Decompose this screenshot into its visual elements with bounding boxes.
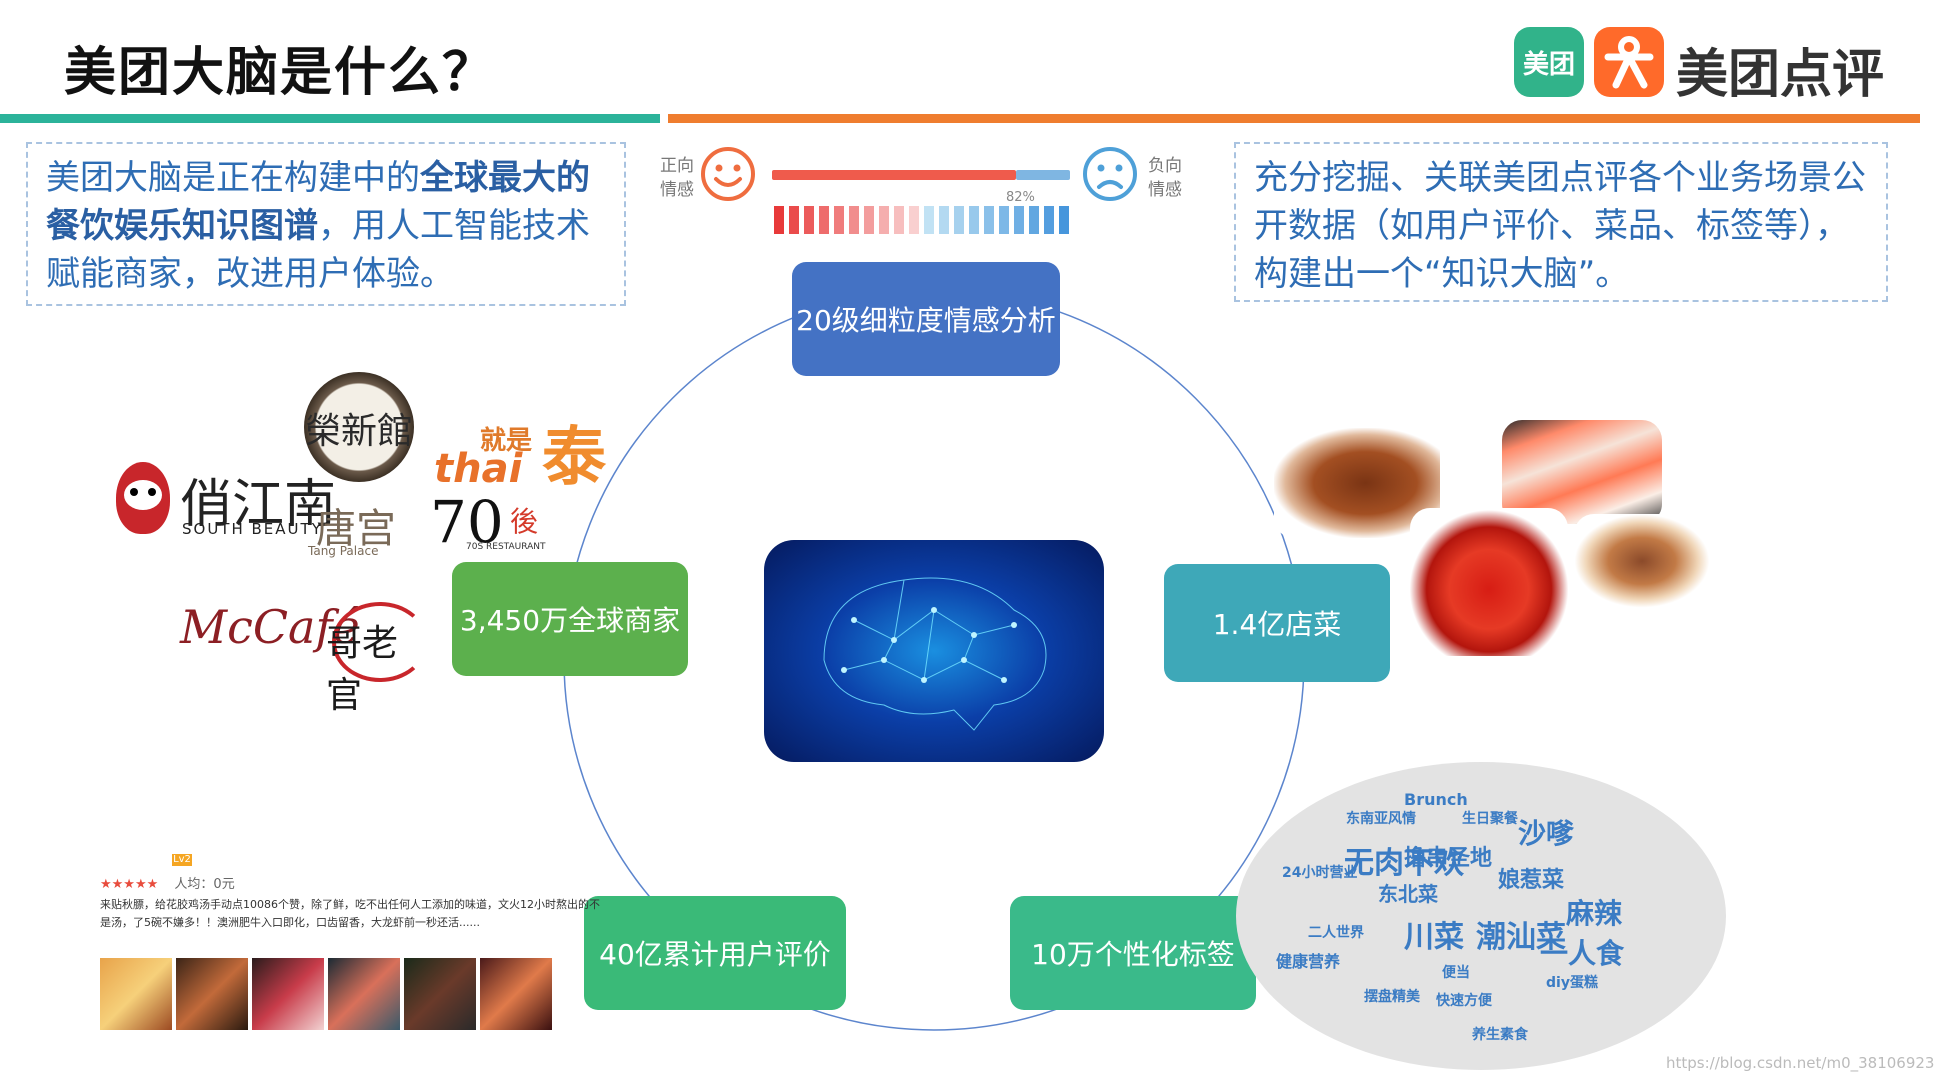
- tag-cloud-word: 撸串圣地: [1404, 846, 1493, 871]
- tag-cloud-word: 潮汕菜: [1476, 920, 1566, 955]
- tag-cloud-word: 一人食: [1540, 937, 1625, 970]
- sushi-image: [1502, 420, 1662, 524]
- header-divider-teal: [0, 114, 660, 123]
- tag-cloud-word: 无肉不欢: [1344, 846, 1464, 881]
- negative-sentiment-bar: [1016, 170, 1070, 180]
- seventies-restaurant-logo: 70 後 70S RESTAURANT: [430, 488, 546, 556]
- node-store-dishes: 1.4亿店菜: [1164, 564, 1390, 682]
- sentiment-scale-segment: [789, 206, 799, 234]
- meituan-logo-icon: 美团: [1514, 27, 1584, 97]
- tag-cloud-word: 生日聚餐: [1462, 811, 1518, 827]
- tag-cloud-word: 麻辣: [1566, 897, 1623, 930]
- watermark-url: https://blog.csdn.net/m0_38106923: [1666, 1054, 1934, 1072]
- right-description-text: 充分挖掘、关联美团点评各个业务场景公开数据（如用户评价、菜品、标签等），构建出一…: [1254, 158, 1866, 294]
- review-photo: [480, 958, 552, 1030]
- user-level-badge: Lv2: [172, 854, 192, 866]
- happy-face-icon: [700, 146, 756, 206]
- sentiment-scale-segment: [849, 206, 859, 234]
- crayfish-image: [1410, 508, 1568, 656]
- sentiment-scale-segment: [1059, 206, 1069, 234]
- sentiment-scale-segment: [819, 206, 829, 234]
- tag-cloud-word: 健康营养: [1276, 952, 1341, 971]
- brain-image: [764, 540, 1104, 762]
- sentiment-scale-segment: [999, 206, 1009, 234]
- tag-cloud-word: 摆盘精美: [1364, 989, 1420, 1005]
- rating-stars: ★★★★★: [100, 877, 159, 892]
- left-text-bold: 全球最大的餐饮娱乐知识图谱: [46, 158, 590, 246]
- sentiment-scale-segment: [1014, 206, 1024, 234]
- sentiment-scale-segment: [774, 206, 784, 234]
- tag-cloud-word: 东北菜: [1378, 882, 1438, 906]
- negative-sentiment-label: 负向情感: [1148, 156, 1182, 200]
- review-photo: [404, 958, 476, 1030]
- sentiment-gradient-scale: [774, 206, 1070, 240]
- avg-price: 人均：0元: [174, 877, 235, 892]
- tag-cloud-word: 便当: [1442, 965, 1470, 981]
- left-description-text: 美团大脑是正在构建中的全球最大的餐饮娱乐知识图谱，用人工智能技术赋能商家，改进用…: [28, 144, 624, 308]
- review-photo: [328, 958, 400, 1030]
- tag-cloud-word: 养生素食: [1472, 1027, 1528, 1043]
- review-photo: [100, 958, 172, 1030]
- sentiment-scale-segment: [939, 206, 949, 234]
- tag-cloud-word: 快速方便: [1436, 993, 1492, 1009]
- sad-face-icon: [1082, 146, 1138, 206]
- header-divider-orange: [668, 114, 1920, 123]
- positive-sentiment-bar: [772, 170, 1016, 180]
- sentiment-scale-segment: [1044, 206, 1054, 234]
- review-text: 来贴秋膘，给花胶鸡汤手动点10086个赞，除了鲜，吃不出任何人工添加的味道，文火…: [100, 898, 600, 929]
- review-photo: [252, 958, 324, 1030]
- tag-cloud-word: Brunch: [1404, 790, 1468, 809]
- review-stars: ★★★★★ 人均：0元: [100, 873, 235, 892]
- sentiment-scale-segment: [804, 206, 814, 234]
- right-description-box: 充分挖掘、关联美团点评各个业务场景公开数据（如用户评价、菜品、标签等），构建出一…: [1234, 142, 1888, 302]
- sentiment-scale-segment: [879, 206, 889, 234]
- positive-sentiment-label: 正向情感: [660, 156, 694, 200]
- tag-cloud-word: 二人世界: [1308, 925, 1364, 941]
- sentiment-percent-label: 82%: [1006, 190, 1035, 205]
- dessert-image: [1574, 514, 1710, 608]
- gelaoguan-logo: 哥老官: [326, 600, 432, 716]
- mccafe-logo: McCafé: [180, 600, 360, 654]
- brand-name: 美团点评: [1676, 45, 1885, 105]
- tag-cloud: Brunch 东南亚风情 生日聚餐沙嗲无肉不欢撸串圣地娘惹菜东北菜麻辣川菜潮汕菜一人…: [1236, 762, 1726, 1070]
- tag-cloud-word: 东南亚风情: [1346, 811, 1416, 827]
- tag-cloud-word: 川菜: [1404, 920, 1464, 955]
- node-sentiment-analysis: 20级细粒度情感分析: [792, 262, 1060, 376]
- opera-mask-icon: [116, 462, 170, 534]
- node-user-reviews: 40亿累计用户评价: [584, 896, 846, 1010]
- sakae-logo: 榮新館: [304, 372, 414, 482]
- tag-cloud-word: diy蛋糕: [1546, 975, 1598, 991]
- sentiment-scale-segment: [909, 206, 919, 234]
- left-text-normal: 美团大脑是正在构建中的: [46, 158, 420, 198]
- sentiment-scale-segment: [954, 206, 964, 234]
- sentiment-scale-segment: [834, 206, 844, 234]
- sentiment-scale-segment: [969, 206, 979, 234]
- node-global-merchants: 3,450万全球商家: [452, 562, 688, 676]
- left-description-box: 美团大脑是正在构建中的全球最大的餐饮娱乐知识图谱，用人工智能技术赋能商家，改进用…: [26, 142, 626, 306]
- sentiment-scale-segment: [864, 206, 874, 234]
- tag-cloud-word: 娘惹菜: [1498, 868, 1565, 893]
- sentiment-scale-segment: [924, 206, 934, 234]
- tang-palace-logo: 唐宫 Tang Palace: [308, 506, 396, 558]
- page-title: 美团大脑是什么？: [64, 43, 497, 103]
- left-text-normal-end: ，用人工智能技术赋能商家，改进用户体验。: [46, 206, 590, 294]
- just-thai-logo: 就是 thai 泰: [434, 421, 606, 495]
- node-personalized-tags: 10万个性化标签: [1010, 896, 1256, 1010]
- sentiment-scale-segment: [1029, 206, 1039, 234]
- review-photo: [176, 958, 248, 1030]
- tag-cloud-word: 24小时营业: [1282, 865, 1358, 881]
- sentiment-scale-segment: [984, 206, 994, 234]
- sentiment-scale-segment: [894, 206, 904, 234]
- tag-cloud-word: 沙嗲: [1518, 817, 1575, 850]
- dianping-logo-icon: [1594, 27, 1664, 97]
